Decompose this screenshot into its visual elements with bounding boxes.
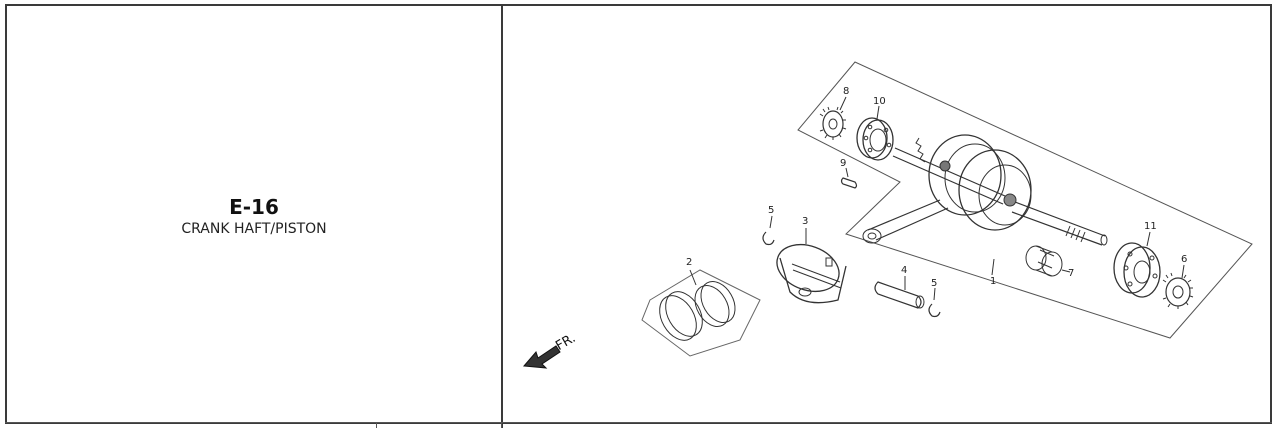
part-pin-clip-left[interactable]: 5 (762, 205, 775, 246)
section-title-cell: E-16 CRANK HAFT/PISTON (5, 4, 503, 424)
callout-4: 4 (901, 265, 907, 276)
part-crankshaft[interactable]: 1 (797, 61, 1253, 339)
exploded-view-diagram: 1 2 (522, 61, 1253, 369)
part-pin-clip-right[interactable]: 5 (928, 278, 941, 318)
exploded-diagram-cell: 1 2 (503, 4, 1272, 424)
callout-5b: 5 (931, 278, 937, 289)
next-row-rule (5, 422, 1272, 423)
callout-1: 1 (990, 276, 996, 287)
callout-8: 8 (843, 86, 849, 97)
part-timing-gear[interactable]: 8 (819, 86, 849, 140)
front-arrow-icon (522, 345, 561, 369)
section-title-block: E-16 CRANK HAFT/PISTON (5, 196, 503, 238)
callout-2: 2 (686, 257, 692, 268)
front-direction-indicator: FR. (522, 331, 578, 369)
crankshaft-group-outline (797, 61, 1253, 339)
part-drive-gear[interactable]: 6 (1162, 254, 1194, 309)
piston-rings-group-outline (641, 269, 761, 357)
part-bearing-right[interactable]: 11 (1113, 221, 1161, 298)
table-frame (5, 4, 1272, 424)
callout-3: 3 (802, 216, 808, 227)
section-name: CRANK HAFT/PISTON (181, 221, 327, 237)
part-needle-bearing[interactable]: 7 (1025, 245, 1074, 279)
callout-11: 11 (1144, 221, 1157, 232)
part-woodruff-key[interactable]: 9 (840, 158, 858, 189)
section-code: E-16 (229, 195, 279, 219)
part-piston-pin[interactable]: 4 (874, 265, 925, 309)
callout-10: 10 (873, 96, 886, 107)
callout-5a: 5 (768, 205, 774, 216)
column-divider (501, 4, 503, 428)
part-bearing-left[interactable]: 10 (856, 96, 894, 161)
part-piston[interactable]: 3 (770, 216, 847, 304)
callout-6: 6 (1181, 254, 1187, 265)
next-row-divider-left (376, 422, 377, 428)
part-piston-rings[interactable]: 2 (641, 257, 761, 357)
callout-9: 9 (840, 158, 846, 169)
next-row-divider-middle (501, 422, 502, 428)
callout-7: 7 (1068, 268, 1074, 279)
